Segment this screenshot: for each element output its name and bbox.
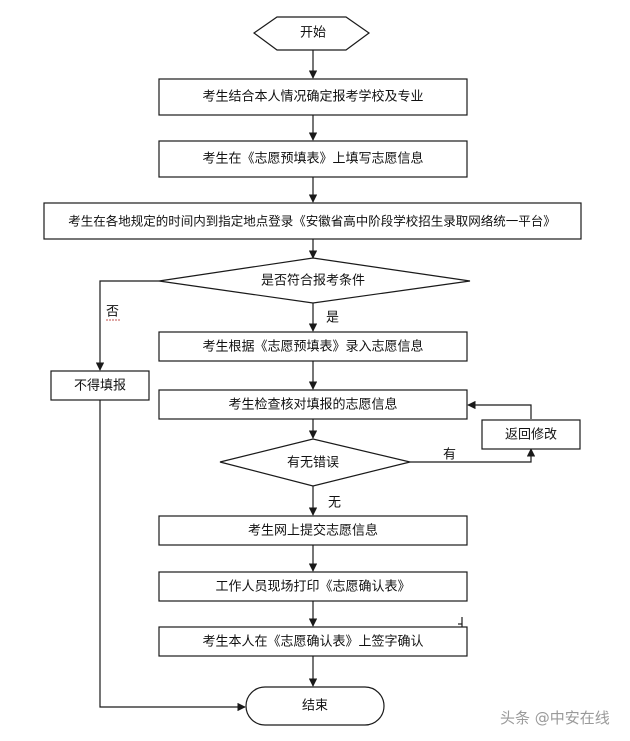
step6-box [158, 515, 468, 546]
reject-label: 不得填报 [74, 378, 126, 394]
revise-label: 返回修改 [505, 428, 557, 443]
step3-label: 考生在各地规定的时间内到指定地点登录《安徽省高中阶段学校招生录取网络统一平台》 [68, 214, 556, 229]
edge-revise-step5 [467, 400, 532, 419]
step1-box [158, 78, 468, 116]
step4-box [158, 331, 468, 362]
step1-label: 考生结合本人情况确定报考学校及专业 [202, 89, 423, 105]
step2-box [158, 140, 468, 178]
node-step7: 工作人员现场打印《志愿确认表》 [158, 571, 468, 602]
node-step1: 考生结合本人情况确定报考学校及专业 [158, 78, 468, 116]
node-step3: 考生在各地规定的时间内到指定地点登录《安徽省高中阶段学校招生录取网络统一平台》 [43, 202, 582, 240]
step7-box [158, 571, 468, 602]
edge-label-yes: 是 [326, 311, 339, 326]
edge-decision2-revise [410, 448, 536, 463]
decision2-diamond [219, 438, 411, 487]
node-step6: 考生网上提交志愿信息 [158, 515, 468, 546]
node-step8: 考生本人在《志愿确认表》上签字确认 [158, 626, 468, 657]
step2-label: 考生在《志愿预填表》上填写志愿信息 [202, 151, 423, 167]
node-revise: 返回修改 [481, 419, 581, 450]
end-terminal [245, 686, 385, 726]
step5-box [158, 389, 468, 420]
step8-box [158, 626, 468, 657]
step4-label: 考生根据《志愿预填表》录入志愿信息 [202, 339, 423, 355]
revise-box [481, 419, 581, 450]
edge-label-no: 否 [106, 305, 119, 320]
reject-box [50, 370, 150, 401]
step7-label: 工作人员现场打印《志愿确认表》 [215, 580, 410, 595]
step8-label: 考生本人在《志愿确认表》上签字确认 [202, 634, 423, 650]
decision2-label: 有无错误 [287, 456, 339, 471]
node-reject: 不得填报 [50, 370, 150, 401]
end-label: 结束 [302, 699, 328, 714]
edges [95, 50, 536, 712]
start-hexagon [252, 16, 371, 51]
decision1-diamond [158, 257, 471, 304]
watermark: 头条 @中安在线 [500, 709, 610, 727]
node-decision1: 是否符合报考条件 [158, 257, 471, 304]
node-step5: 考生检查核对填报的志愿信息 [158, 389, 468, 420]
start-label: 开始 [300, 26, 326, 41]
step6-label: 考生网上提交志愿信息 [248, 523, 378, 539]
step3-box [43, 202, 582, 240]
node-decision2: 有无错误 [219, 438, 411, 487]
edge-label-no-error: 无 [328, 496, 341, 511]
node-start: 开始 [252, 16, 371, 51]
edge-label-has-error: 有 [443, 448, 456, 463]
edge-reject-end [99, 400, 246, 712]
node-step2: 考生在《志愿预填表》上填写志愿信息 [158, 140, 468, 178]
step5-label: 考生检查核对填报的志愿信息 [228, 397, 397, 413]
decision1-label: 是否符合报考条件 [261, 273, 365, 289]
edge-decision1-reject [95, 280, 159, 371]
node-step4: 考生根据《志愿预填表》录入志愿信息 [158, 331, 468, 362]
node-end: 结束 [245, 686, 385, 726]
